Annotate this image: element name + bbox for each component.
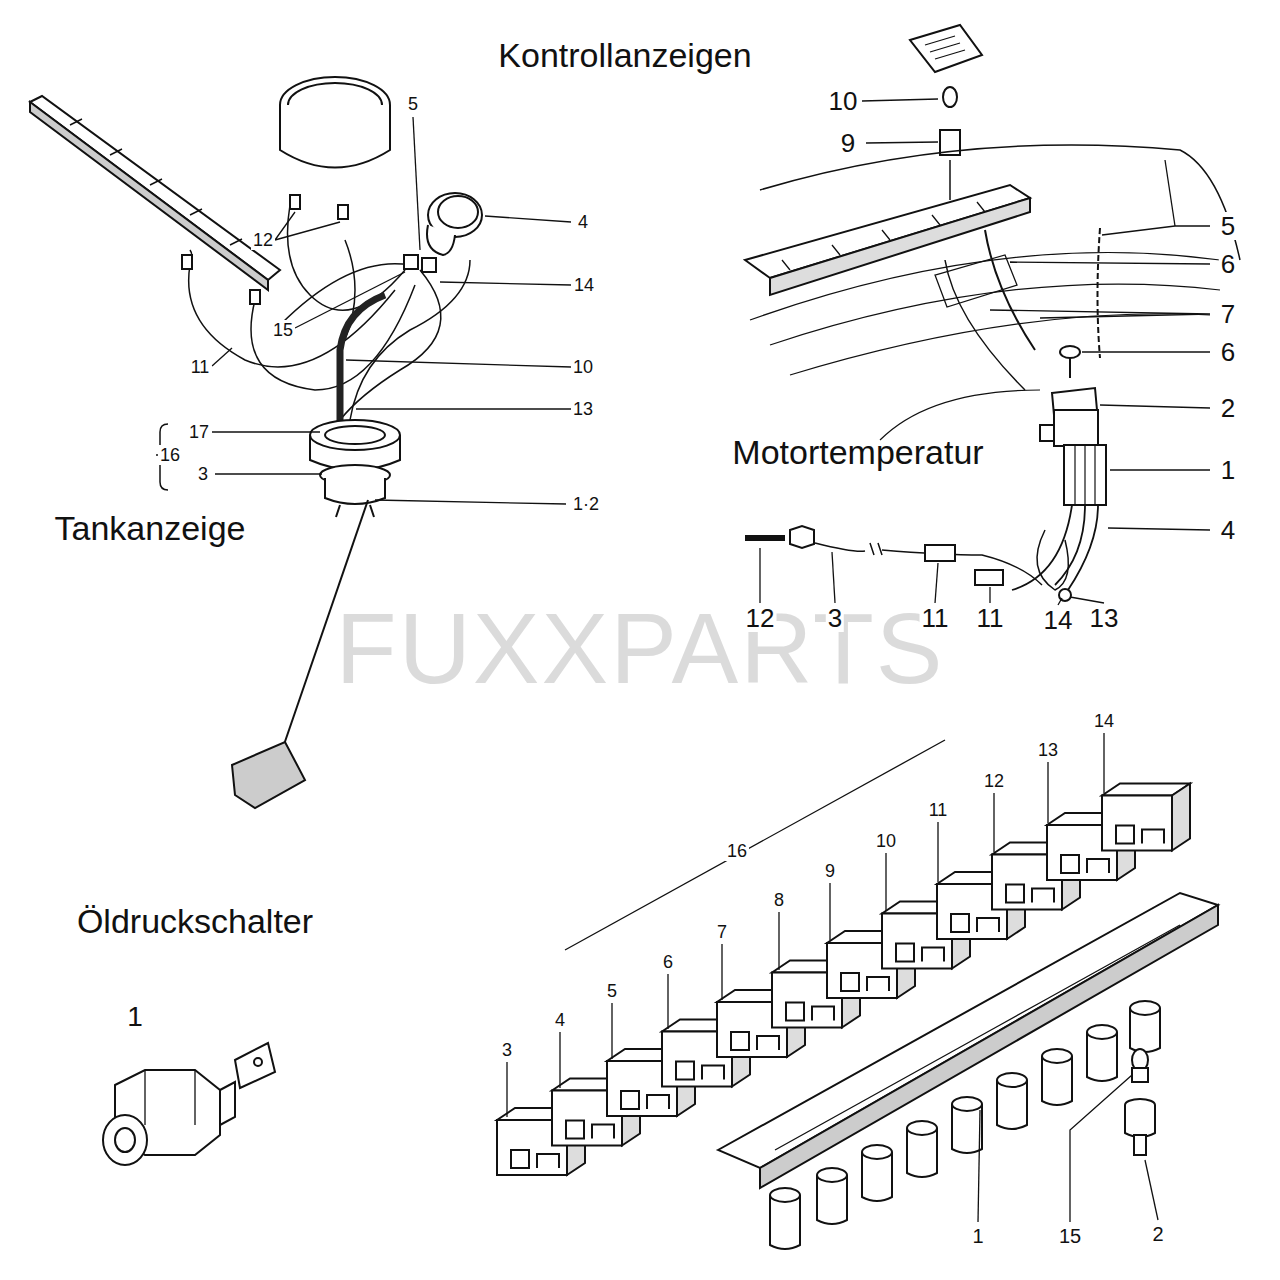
callout-number: 11 [975,604,1006,632]
section-heading: Tankanzeige [55,511,246,545]
section-heading: Kontrollanzeigen [498,38,751,72]
callout-number: 13 [1088,604,1121,632]
callout-number: 5 [406,94,420,114]
callout-number: 3 [196,464,210,484]
callout-number: 9 [839,129,857,157]
section-heading: Öldruckschalter [77,904,313,938]
callout-number: 11 [927,800,950,820]
callout-number: 12 [744,604,777,632]
callout-number: 12 [982,771,1006,791]
callout-number: 3 [500,1040,514,1060]
callout-number: 17 [187,422,211,442]
callout-number: 1·2 [571,494,601,514]
callout-number: 4 [553,1010,567,1030]
callout-number: 9 [823,861,837,881]
callout-number: 14 [1092,711,1116,731]
callout-number: 11 [189,357,212,377]
callout-number: 13 [1036,740,1060,760]
callout-number: 7 [1219,300,1237,328]
callout-number: 5 [1219,212,1237,240]
callout-number: 16 [725,841,749,861]
callout-number: 14 [1042,606,1075,634]
callout-number: 6 [661,952,675,972]
watermark: FUXXPARTS [336,598,945,698]
callout-number: 4 [1219,516,1237,544]
callout-number: 2 [1219,394,1237,422]
section-heading: Motortemperatur [732,435,983,469]
callout-number: 3 [826,604,844,632]
callout-number: 8 [772,890,786,910]
callout-number: 15 [271,320,295,340]
callout-number: 16 [158,445,182,465]
callout-number: 7 [715,922,729,942]
callout-number: 4 [576,212,590,232]
callout-number: 5 [605,981,619,1001]
callout-number: 6 [1219,250,1237,278]
callout-number: 1 [125,1002,145,1032]
callout-number: 10 [571,357,595,377]
callout-number: 10 [874,831,898,851]
callout-number: 1 [1219,456,1237,484]
callout-number: 10 [827,87,860,115]
callout-number: 12 [251,230,275,250]
callout-number: 15 [1057,1225,1083,1247]
callout-number: 2 [1150,1223,1165,1245]
callout-number: 1 [970,1225,985,1247]
callout-number: 11 [920,604,951,632]
callout-number: 13 [571,399,595,419]
callout-number: 14 [572,275,596,295]
callout-number: 6 [1219,338,1237,366]
